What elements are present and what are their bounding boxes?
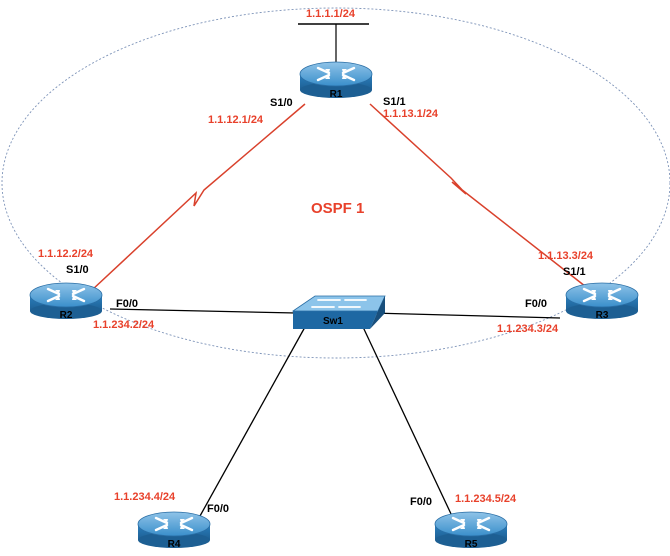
r1-s10-interface: S1/0 <box>270 97 293 109</box>
ethernet-link-r4-sw1 <box>199 326 306 517</box>
router-r3[interactable]: R3 <box>564 281 640 321</box>
r2-f00-ip: 1.1.234.2/24 <box>93 319 155 331</box>
r1-s11-ip: 1.1.13.1/24 <box>383 108 439 120</box>
ethernet-link-r2-sw1 <box>109 308 297 314</box>
serial-link-r1-r2 <box>91 103 306 291</box>
switch-icon <box>291 295 386 329</box>
r4-f00-ip: 1.1.234.4/24 <box>114 491 176 503</box>
r5-f00-ip: 1.1.234.5/24 <box>455 493 517 505</box>
sw1-label: Sw1 <box>323 316 343 327</box>
r3-f00-interface: F0/0 <box>525 298 547 310</box>
r1-s10-ip: 1.1.12.1/24 <box>208 114 264 126</box>
r5-label: R5 <box>465 539 478 550</box>
serial-link-r1-r3 <box>369 103 591 291</box>
r4-label: R4 <box>168 539 181 550</box>
r2-label: R2 <box>60 310 73 321</box>
r4-f00-interface: F0/0 <box>207 503 229 515</box>
switch-sw1[interactable]: Sw1 <box>291 295 386 329</box>
r1-loopback-ip: 1.1.1.1/24 <box>306 8 356 20</box>
ospf-area-label: OSPF 1 <box>311 200 364 217</box>
r1-label: R1 <box>330 89 343 100</box>
r5-f00-interface: F0/0 <box>410 496 432 508</box>
r2-f00-interface: F0/0 <box>116 298 138 310</box>
r1-s11-interface: S1/1 <box>383 96 406 108</box>
r3-s11-interface: S1/1 <box>563 266 586 278</box>
r2-s10-interface: S1/0 <box>66 264 89 276</box>
router-r2[interactable]: R2 <box>28 281 104 321</box>
r3-f00-ip: 1.1.234.3/24 <box>497 323 559 335</box>
ethernet-link-r3-sw1 <box>371 312 561 319</box>
router-r1[interactable]: R1 <box>298 60 374 100</box>
router-r4[interactable]: R4 <box>136 510 212 550</box>
ospf-area-boundary <box>1 7 670 359</box>
r3-s11-ip: 1.1.13.3/24 <box>538 250 594 262</box>
router-r5[interactable]: R5 <box>433 510 509 550</box>
r2-s10-ip: 1.1.12.2/24 <box>38 248 94 260</box>
r3-label: R3 <box>596 310 609 321</box>
ethernet-link-r5-sw1 <box>362 326 453 517</box>
